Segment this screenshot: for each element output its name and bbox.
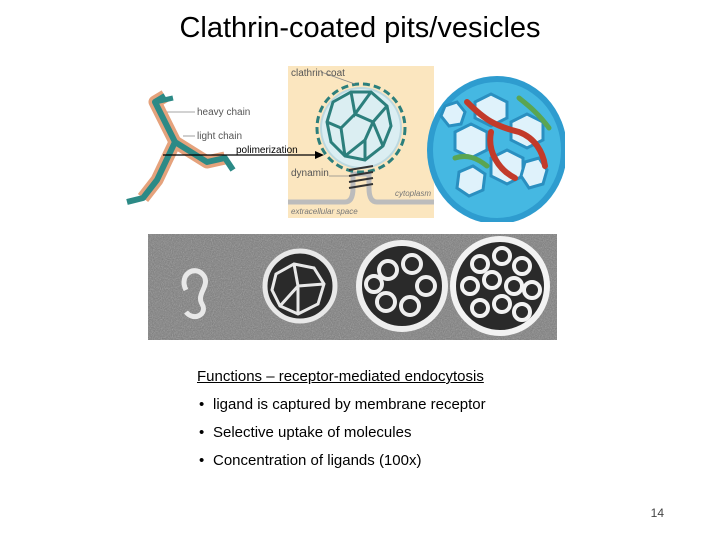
extracellular-space-label: extracellular space (291, 207, 358, 216)
micrograph-triskelion (181, 268, 208, 319)
list-item: Concentration of ligands (100x) (197, 450, 597, 472)
list-item: Selective uptake of molecules (197, 422, 597, 444)
heavy-chain-label: heavy chain (197, 107, 250, 118)
clathrin-coat-label: clathrin coat (291, 68, 345, 79)
coated-pit-panel: clathrin coat dynamin cytoplasm extracel… (288, 66, 434, 218)
clathrin-cage-model (427, 76, 565, 222)
micrograph-small-cage (262, 248, 338, 324)
functions-list: ligand is captured by membrane receptor … (197, 394, 597, 472)
functions-heading: Functions – receptor-mediated endocytosi… (197, 368, 484, 385)
micrograph-medium-cage (356, 240, 448, 332)
dynamin-label: dynamin (291, 168, 329, 179)
slide-title: Clathrin-coated pits/vesicles (179, 12, 541, 44)
list-item: ligand is captured by membrane receptor (197, 394, 597, 416)
functions-section: Functions – receptor-mediated endocytosi… (197, 366, 597, 478)
light-chain-label: light chain (197, 131, 242, 142)
cytoplasm-label: cytoplasm (395, 189, 431, 198)
micrograph-large-cage (450, 236, 550, 336)
clathrin-structure-diagram: heavy chain light chain clathrin coat dy… (126, 66, 565, 222)
page-number: 14 (650, 506, 664, 520)
electron-micrograph-strip (148, 234, 557, 340)
polimerization-label: polimerization (236, 145, 298, 156)
